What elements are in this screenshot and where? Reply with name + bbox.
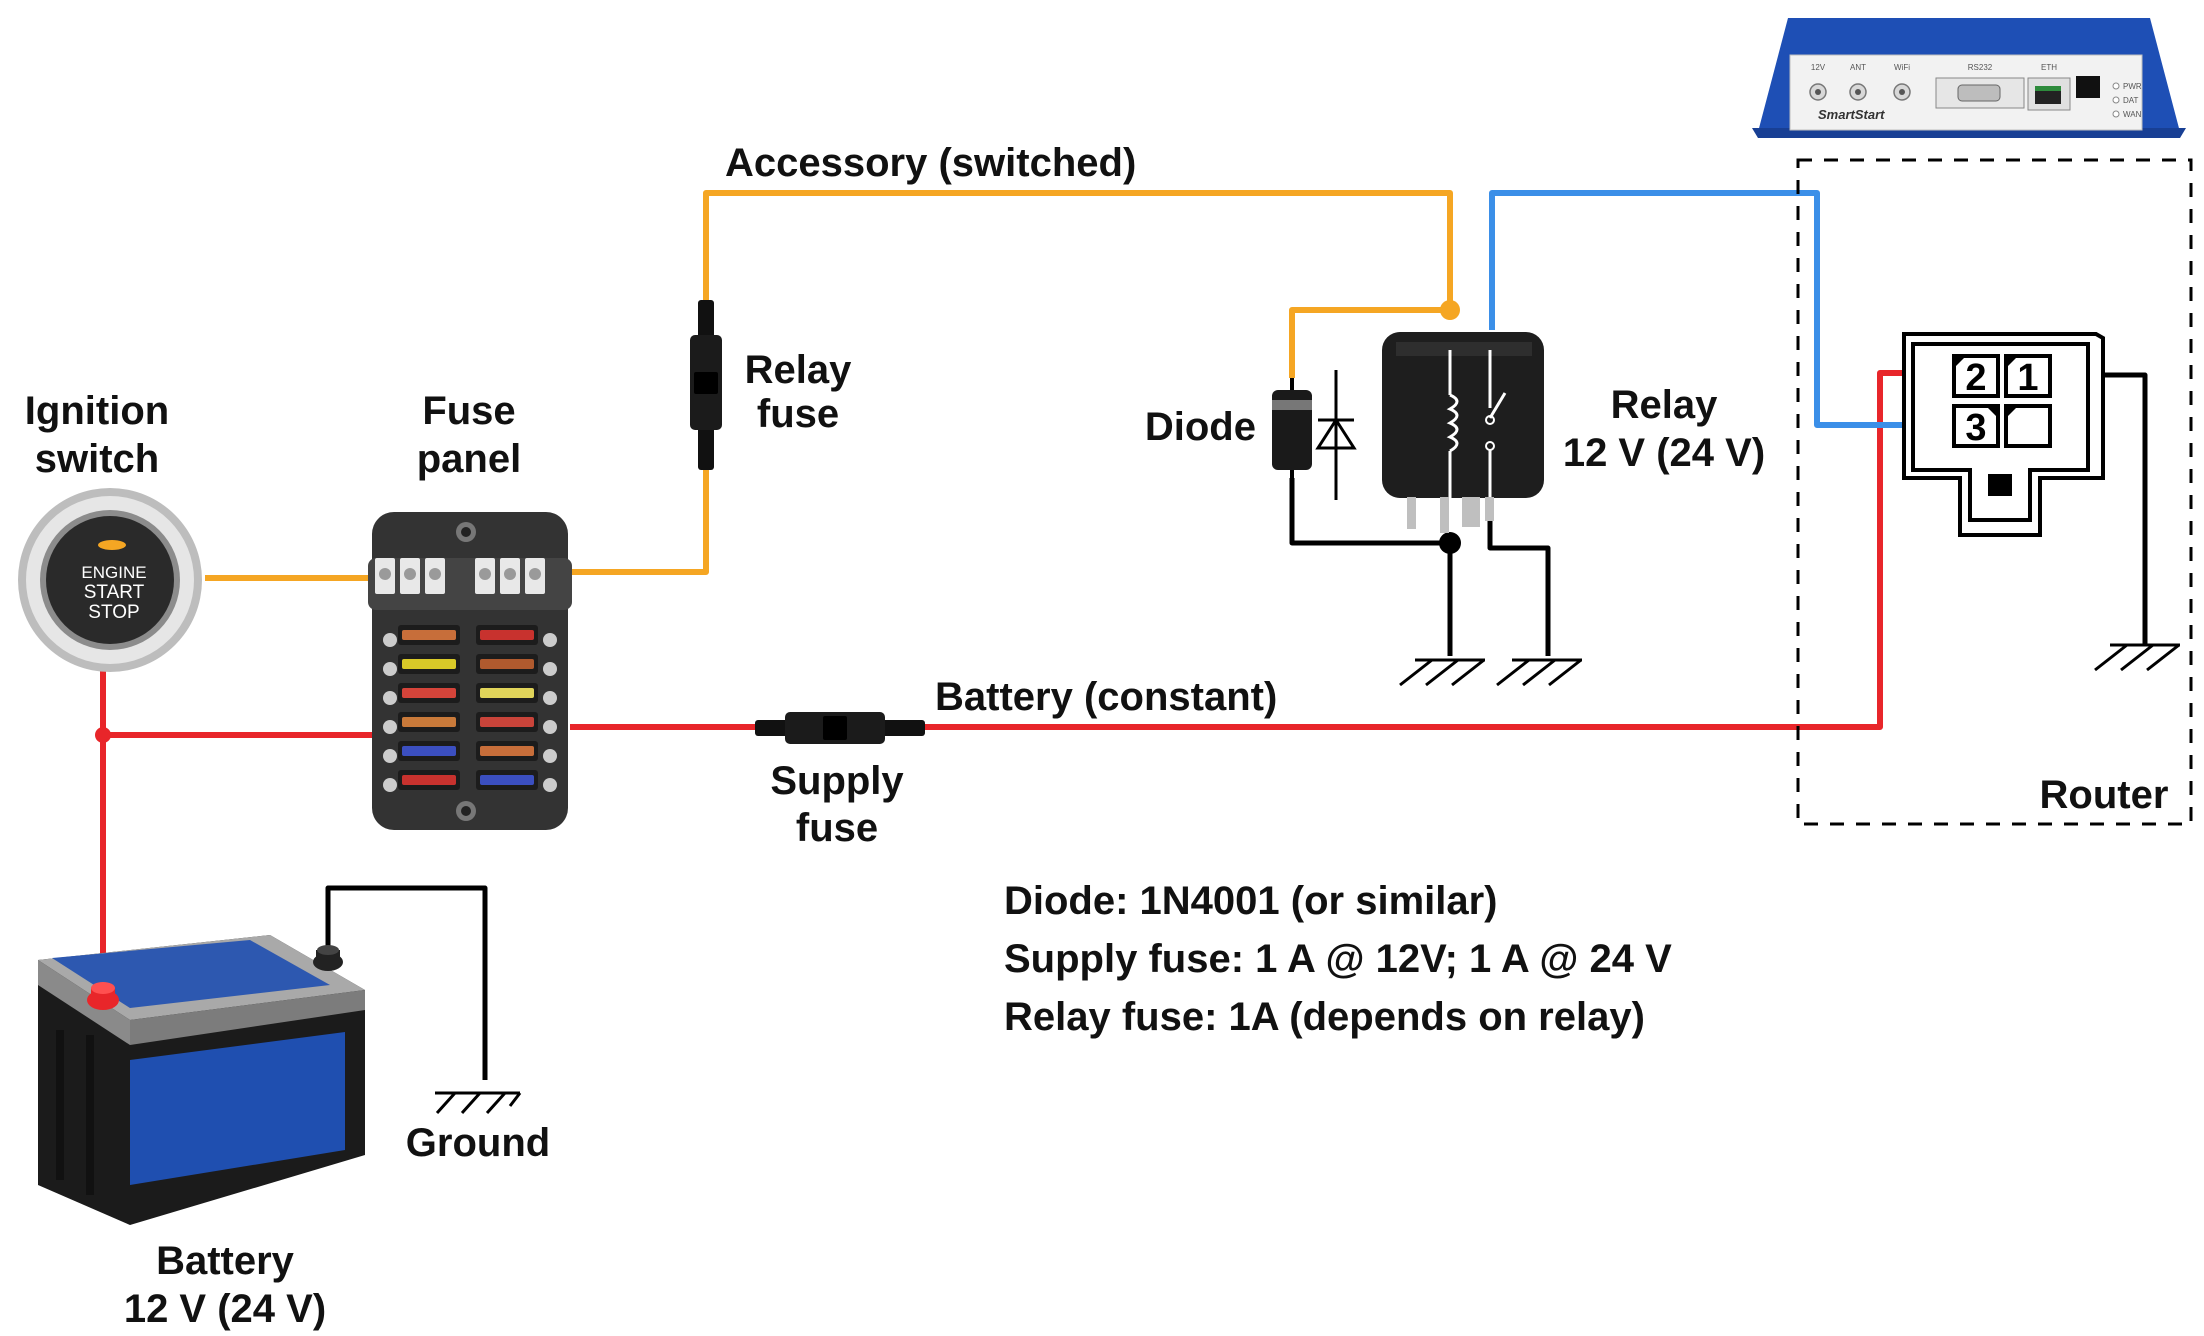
fuse-panel-side-terminal [383,691,397,705]
router-port-label-rs232: RS232 [1968,63,1993,72]
fuse-panel-side-terminal [543,778,557,792]
fuse-panel-side-terminal [383,749,397,763]
label-accessory-switched: Accessory (switched) [725,141,1136,185]
label-diode: Diode [1145,405,1256,449]
svg-text:3: 3 [1965,407,1986,449]
fuse-panel-side-terminal [543,720,557,734]
fuse [402,775,456,785]
label-battery-constant: Battery (constant) [935,675,1277,719]
label-fuse-panel-line1: Fuse [422,389,515,433]
ignition-indicator-light [98,540,126,550]
ground-symbol-relay-1 [1399,658,1485,687]
label-relay-fuse-line1: Relay [745,348,852,392]
router-led-label-dat: DAT [2123,96,2139,105]
label-ground: Ground [406,1121,550,1165]
note-supply-fuse: Supply fuse: 1 A @ 12V; 1 A @ 24 V [1004,937,1672,981]
router-device: 12V ANT WiFi RS232 ETH PWR DAT WAN Smart… [1752,18,2186,138]
router-port-label-12v: 12V [1811,63,1826,72]
wire-battery-ground [325,885,488,1080]
router-led-label-pwr: PWR [2123,82,2142,91]
ground-symbol-relay-2 [1496,658,1582,687]
connector-pin-1: 1 [2004,354,2052,399]
router-power-connector: 2 1 3 [1902,332,2105,537]
notes: Diode: 1N4001 (or similar) Supply fuse: … [1004,879,1672,1039]
battery [38,935,365,1225]
fuse-panel [368,512,572,830]
fuse-panel-side-terminal [383,778,397,792]
ignition-switch: ENGINE START STOP [18,488,202,672]
svg-text:2: 2 [1965,357,1986,399]
label-ignition-line1: Ignition [25,389,169,433]
relay-fuse [690,300,722,470]
fuse [402,717,456,727]
supply-fuse [755,712,925,744]
router-led-label-wan: WAN [2123,110,2142,119]
fuse [480,746,534,756]
ground-symbol-router [2094,643,2180,672]
svg-text:1: 1 [2017,357,2038,399]
fuse-panel-side-terminal [383,633,397,647]
label-relay-fuse-line2: fuse [757,392,839,436]
label-router: Router [2040,773,2169,817]
router-boundary [1796,158,2193,826]
fuse-panel-side-terminal [543,633,557,647]
fuse-panel-side-terminal [383,720,397,734]
label-battery-line1: Battery [156,1239,295,1283]
fuse-panel-fuses [398,625,538,790]
fuse [480,688,534,698]
ignition-button-text-2: START [84,582,145,603]
connector-pin-2: 2 [1952,354,2000,399]
diode [1272,370,1450,545]
label-supply-fuse-line2: fuse [796,806,878,850]
fuse-panel-side-terminal [543,749,557,763]
fuse-panel-side-terminal [543,662,557,676]
fuse [402,746,456,756]
fuse [480,659,534,669]
fuse [480,630,534,640]
connector-pin-4-empty [2004,404,2052,448]
label-fuse-panel-line2: panel [417,437,521,481]
fuse-panel-terminals [375,558,557,792]
router-port-label-eth: ETH [2041,63,2057,72]
wire-relay-to-router [1489,190,1955,428]
fuse [480,717,534,727]
router-port-label-ant: ANT [1850,63,1866,72]
label-supply-fuse-line1: Supply [770,759,904,803]
router-port-label-wifi: WiFi [1894,63,1910,72]
fuse-panel-side-terminal [383,662,397,676]
fuse [402,630,456,640]
wire-diode-orange [1289,307,1450,378]
wire-relay-ground [1289,478,1453,656]
label-battery-line2: 12 V (24 V) [124,1287,326,1331]
junction-dot-orange [1440,300,1460,320]
ignition-button-text-3: STOP [88,602,139,623]
fuse [402,688,456,698]
connector-pin-3: 3 [1952,404,2000,449]
junction-dot-red [95,727,111,743]
fuse-panel-side-terminal [543,691,557,705]
relay [1382,332,1544,533]
ground-symbol-battery [435,1091,522,1115]
note-diode: Diode: 1N4001 (or similar) [1004,879,1498,923]
fuse [402,659,456,669]
label-ignition-line2: switch [35,437,159,481]
label-relay-line1: Relay [1611,383,1718,427]
label-relay-line2: 12 V (24 V) [1563,431,1765,475]
fuse [480,775,534,785]
router-brand-logo: SmartStart [1818,107,1885,122]
wire-relay-ground-2 [1487,515,1551,656]
ignition-button-text-1: ENGINE [81,563,146,582]
note-relay-fuse: Relay fuse: 1A (depends on relay) [1004,995,1645,1039]
wire-accessory-switched [570,190,1453,575]
